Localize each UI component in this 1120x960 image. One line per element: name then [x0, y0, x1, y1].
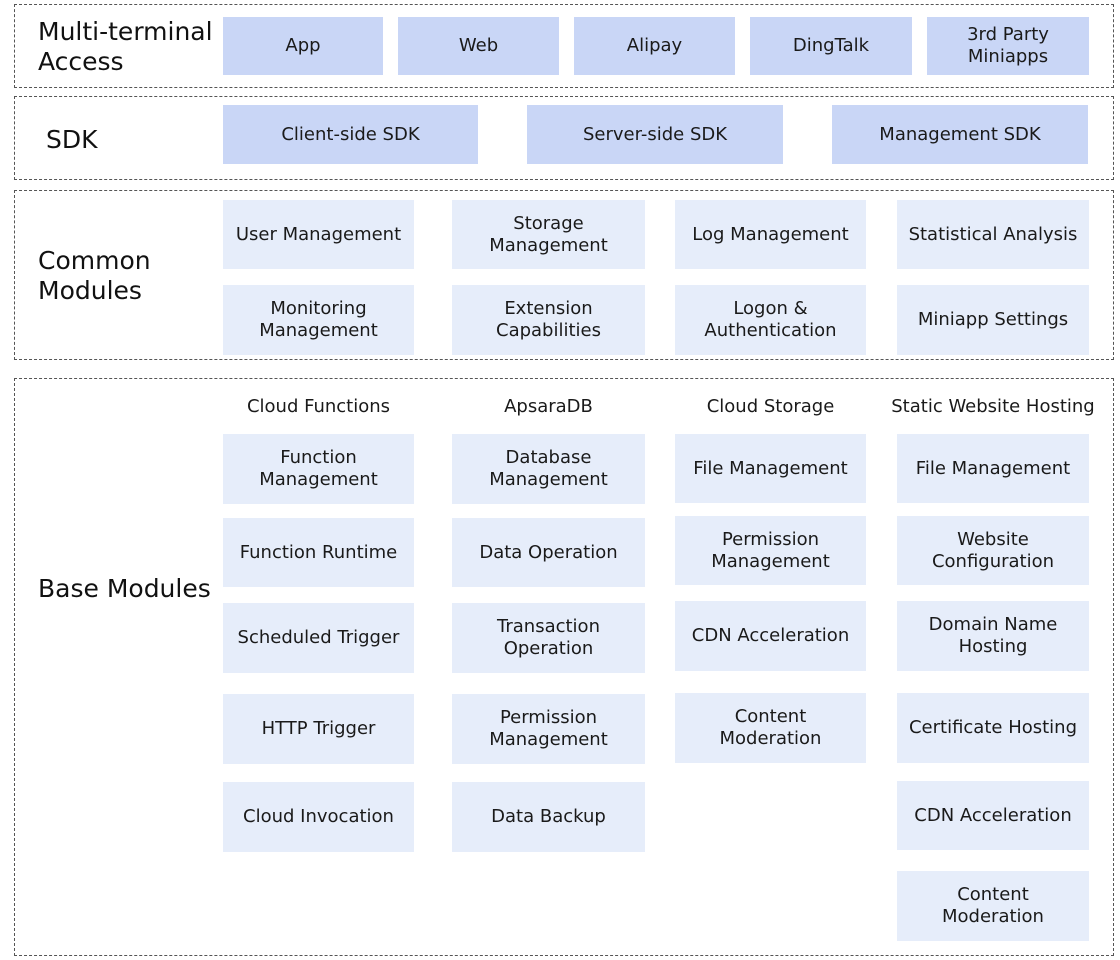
apsaradb-item: Transaction Operation [452, 603, 645, 673]
layer-sdk [14, 96, 1114, 180]
cloud-storage-item: CDN Acceleration [675, 601, 866, 671]
common-miniapp-settings: Miniapp Settings [897, 285, 1089, 355]
cloud-storage-item: Content Moderation [675, 693, 866, 763]
static-hosting-item: Domain Name Hosting [897, 601, 1089, 671]
column-title-cloud-functions: Cloud Functions [246, 396, 391, 417]
apsaradb-item: Database Management [452, 434, 645, 504]
access-alipay: Alipay [574, 17, 735, 75]
common-extension-capabilities: Extension Capabilities [452, 285, 645, 355]
layer-label-base: Base Modules [38, 574, 211, 603]
static-hosting-item: Content Moderation [897, 871, 1089, 941]
common-user-management: User Management [223, 200, 414, 269]
access-app: App [223, 17, 383, 75]
common-log-management: Log Management [675, 200, 866, 269]
static-hosting-item: File Management [897, 434, 1089, 503]
static-hosting-item: Certificate Hosting [897, 693, 1089, 763]
sdk-client-side: Client-side SDK [223, 105, 478, 164]
cloud-functions-item: Cloud Invocation [223, 782, 414, 852]
common-statistical-analysis: Statistical Analysis [897, 200, 1089, 269]
common-logon-authentication: Logon & Authentication [675, 285, 866, 355]
static-hosting-item: CDN Acceleration [897, 781, 1089, 850]
apsaradb-item: Data Operation [452, 518, 645, 587]
cloud-storage-item: File Management [675, 434, 866, 503]
sdk-management: Management SDK [832, 105, 1088, 164]
cloud-storage-item: Permission Management [675, 516, 866, 585]
apsaradb-item: Data Backup [452, 782, 645, 852]
access-dingtalk: DingTalk [750, 17, 912, 75]
layer-label-sdk: SDK [46, 125, 98, 154]
cloud-functions-item: HTTP Trigger [223, 694, 414, 764]
cloud-functions-item: Scheduled Trigger [223, 603, 414, 673]
common-storage-management: Storage Management [452, 200, 645, 269]
column-title-static-website-hosting: Static Website Hosting [891, 396, 1095, 417]
static-hosting-item: Website Configuration [897, 516, 1089, 585]
column-title-cloud-storage: Cloud Storage [706, 396, 835, 417]
layer-label-common: Common Modules [38, 246, 151, 305]
cloud-functions-item: Function Runtime [223, 518, 414, 587]
common-monitoring-management: Monitoring Management [223, 285, 414, 355]
column-title-apsaradb: ApsaraDB [504, 396, 593, 417]
access-web: Web [398, 17, 559, 75]
layer-common-modules [14, 190, 1114, 360]
sdk-server-side: Server-side SDK [527, 105, 783, 164]
layer-base-modules [14, 378, 1114, 956]
cloud-functions-item: Function Management [223, 434, 414, 504]
layer-multi-terminal-access [14, 4, 1114, 88]
apsaradb-item: Permission Management [452, 694, 645, 764]
layer-label-access: Multi-terminal Access [38, 17, 213, 76]
access-3rd-party-miniapps: 3rd Party Miniapps [927, 17, 1089, 75]
